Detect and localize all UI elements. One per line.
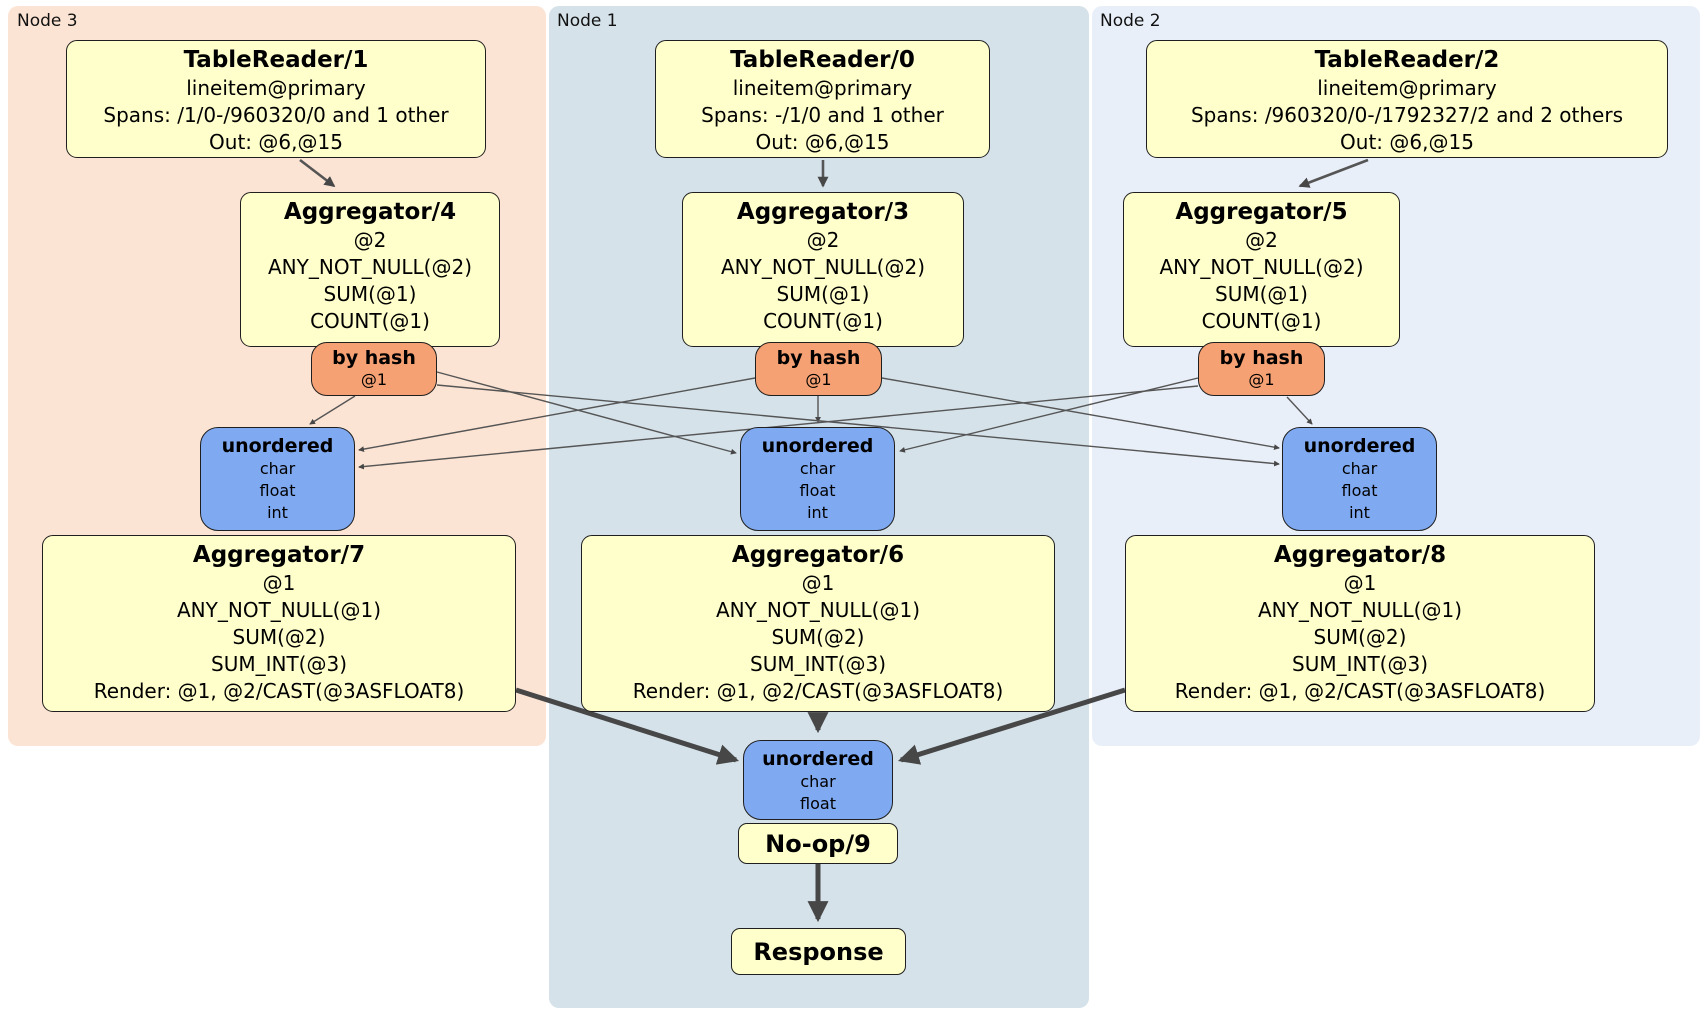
sync-unordered-node2: unordered char float int: [1282, 427, 1437, 531]
processor-title: Aggregator/3: [736, 199, 910, 225]
processor-detail: ANY_NOT_NULL(@1): [1258, 598, 1462, 622]
processor-detail: lineitem@primary: [732, 76, 913, 100]
processor-title: Aggregator/6: [731, 542, 905, 568]
processor-detail: @1: [801, 571, 835, 595]
processor-title: TableReader/0: [730, 47, 915, 73]
processor-title: Response: [753, 937, 884, 966]
response-node: Response: [731, 928, 906, 975]
processor-detail: COUNT(@1): [310, 309, 430, 333]
processor-detail: Render: @1, @2/CAST(@3ASFLOAT8): [93, 679, 465, 703]
processor-title: TableReader/2: [1314, 47, 1500, 73]
sync-detail: int: [267, 503, 288, 522]
router-title: by hash: [1219, 347, 1304, 369]
processor-detail: lineitem@primary: [186, 76, 366, 100]
sync-detail: float: [259, 481, 296, 500]
processor-title: Aggregator/4: [283, 199, 457, 225]
router-detail: @1: [805, 370, 832, 389]
processor-detail: Spans: -/1/0 and 1 other: [701, 103, 944, 127]
processor-detail: Render: @1, @2/CAST(@3ASFLOAT8): [1174, 679, 1546, 703]
processor-detail: SUM_INT(@3): [750, 652, 886, 676]
sync-detail: char: [800, 772, 836, 791]
processor-aggregator-6: Aggregator/6 @1 ANY_NOT_NULL(@1) SUM(@2)…: [581, 535, 1055, 712]
processor-aggregator-8: Aggregator/8 @1 ANY_NOT_NULL(@1) SUM(@2)…: [1125, 535, 1595, 712]
processor-aggregator-3: Aggregator/3 @2 ANY_NOT_NULL(@2) SUM(@1)…: [682, 192, 964, 347]
processor-detail: SUM_INT(@3): [1292, 652, 1428, 676]
processor-detail: SUM(@1): [1215, 282, 1308, 306]
sync-detail: char: [799, 459, 836, 478]
router-by-hash-node1: by hash @1: [755, 342, 882, 396]
processor-detail: ANY_NOT_NULL(@2): [721, 255, 925, 279]
processor-detail: Out: @6,@15: [755, 130, 890, 154]
processor-aggregator-4: Aggregator/4 @2 ANY_NOT_NULL(@2) SUM(@1)…: [240, 192, 500, 347]
sync-unordered-final: unordered char float: [743, 740, 893, 820]
processor-title: Aggregator/8: [1273, 542, 1447, 568]
router-title: by hash: [332, 347, 416, 369]
processor-detail: Out: @6,@15: [209, 130, 343, 154]
processor-title: Aggregator/5: [1175, 199, 1348, 225]
processor-detail: @1: [1343, 571, 1377, 595]
sync-unordered-node1: unordered char float int: [740, 427, 895, 531]
sync-detail: char: [259, 459, 296, 478]
processor-noop-9: No-op/9: [738, 823, 898, 864]
processor-detail: Out: @6,@15: [1340, 130, 1474, 154]
processor-title: Aggregator/7: [192, 542, 366, 568]
processor-detail: @2: [353, 228, 387, 252]
processor-detail: ANY_NOT_NULL(@2): [268, 255, 472, 279]
router-title: by hash: [776, 347, 861, 369]
sync-title: unordered: [762, 748, 874, 770]
processor-tablereader-2: TableReader/2 lineitem@primary Spans: /9…: [1146, 40, 1668, 158]
router-detail: @1: [1248, 370, 1275, 389]
processor-aggregator-7: Aggregator/7 @1 ANY_NOT_NULL(@1) SUM(@2)…: [42, 535, 516, 712]
processor-detail: ANY_NOT_NULL(@1): [716, 598, 920, 622]
sync-detail: int: [807, 503, 828, 522]
sync-title: unordered: [1303, 435, 1416, 457]
processor-detail: SUM(@1): [776, 282, 870, 306]
processor-detail: SUM_INT(@3): [211, 652, 347, 676]
router-by-hash-node3: by hash @1: [311, 342, 437, 396]
processor-detail: COUNT(@1): [763, 309, 883, 333]
processor-detail: @2: [806, 228, 840, 252]
region-label-node2: Node 2: [1100, 11, 1161, 31]
router-detail: @1: [360, 370, 388, 389]
processor-detail: ANY_NOT_NULL(@1): [177, 598, 381, 622]
region-label-node1: Node 1: [557, 11, 618, 31]
sync-detail: float: [1341, 481, 1378, 500]
processor-detail: SUM(@2): [771, 625, 865, 649]
processor-title: No-op/9: [765, 829, 871, 858]
processor-detail: SUM(@2): [232, 625, 326, 649]
sync-detail: float: [800, 794, 836, 813]
processor-detail: @2: [1245, 228, 1278, 252]
processor-detail: lineitem@primary: [1317, 76, 1497, 100]
processor-title: TableReader/1: [183, 47, 369, 73]
sync-detail: int: [1349, 503, 1370, 522]
processor-detail: Spans: /960320/0-/1792327/2 and 2 others: [1190, 103, 1623, 127]
sync-detail: char: [1341, 459, 1378, 478]
processor-detail: @1: [262, 571, 296, 595]
processor-detail: COUNT(@1): [1201, 309, 1322, 333]
sync-unordered-node3: unordered char float int: [200, 427, 355, 531]
processor-detail: SUM(@1): [323, 282, 417, 306]
sync-title: unordered: [761, 435, 874, 457]
region-label-node3: Node 3: [17, 11, 78, 31]
processor-detail: SUM(@2): [1313, 625, 1407, 649]
processor-aggregator-5: Aggregator/5 @2 ANY_NOT_NULL(@2) SUM(@1)…: [1123, 192, 1400, 347]
processor-detail: Render: @1, @2/CAST(@3ASFLOAT8): [632, 679, 1004, 703]
processor-tablereader-0: TableReader/0 lineitem@primary Spans: -/…: [655, 40, 990, 158]
processor-detail: Spans: /1/0-/960320/0 and 1 other: [103, 103, 449, 127]
processor-detail: ANY_NOT_NULL(@2): [1159, 255, 1364, 279]
sync-title: unordered: [221, 435, 334, 457]
router-by-hash-node2: by hash @1: [1198, 342, 1325, 396]
processor-tablereader-1: TableReader/1 lineitem@primary Spans: /1…: [66, 40, 486, 158]
sync-detail: float: [799, 481, 836, 500]
